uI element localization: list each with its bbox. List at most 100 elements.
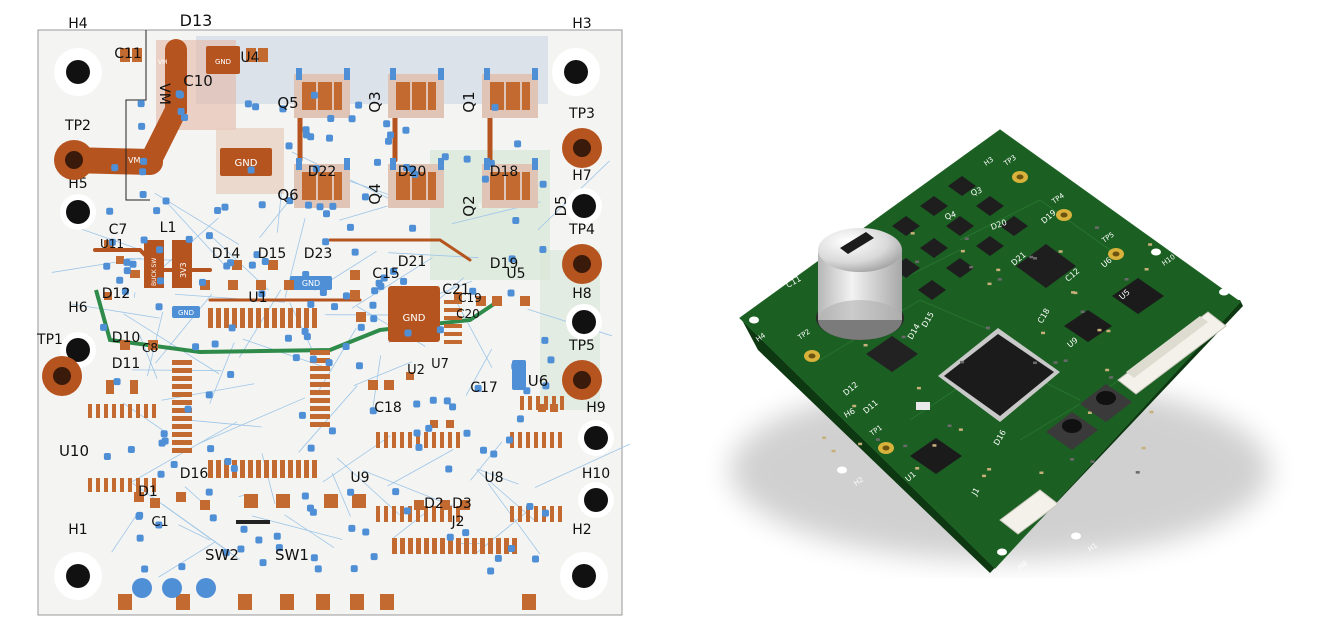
via <box>380 274 388 282</box>
ic-group <box>88 300 564 554</box>
u8-pin-top <box>534 432 538 448</box>
via <box>284 334 292 342</box>
refdes-u11: U11 <box>100 237 124 251</box>
via <box>301 327 309 335</box>
render-u21 <box>1016 244 1076 288</box>
u8-pin-top <box>518 432 522 448</box>
mcu-right-pin <box>310 406 330 411</box>
render-passive <box>1148 243 1153 246</box>
render-passive <box>903 444 908 448</box>
via <box>307 444 315 452</box>
via <box>511 362 519 370</box>
test-point-tp3 <box>573 139 591 157</box>
via <box>211 340 219 348</box>
mcu-bottom-pin <box>224 460 229 478</box>
smd-pad <box>130 270 140 278</box>
tp-label-tp3: TP3 <box>568 106 595 122</box>
render-mosfet <box>920 196 948 216</box>
fet-pad <box>506 172 520 200</box>
mcu-left-pin <box>172 384 192 389</box>
electrolytic-capacitor <box>816 228 904 340</box>
render-u6 <box>1112 278 1164 314</box>
via <box>123 258 131 266</box>
smd-pad <box>368 380 378 390</box>
via <box>370 315 378 323</box>
via <box>198 278 206 286</box>
j2-pin <box>464 538 469 554</box>
u9-pin-bot <box>440 506 444 522</box>
via <box>228 324 236 332</box>
render-passive <box>1073 291 1078 295</box>
via <box>541 509 549 517</box>
via <box>209 514 217 522</box>
refdes-u7: U7 <box>431 357 449 372</box>
via <box>403 163 411 171</box>
via <box>248 261 256 269</box>
via <box>140 236 148 244</box>
smd-pad <box>268 260 278 270</box>
u10-pin-bot <box>104 478 108 492</box>
via <box>361 193 369 201</box>
j2-pin <box>488 538 493 554</box>
mounting-hole-h10 <box>584 488 608 512</box>
u9-pin-top <box>376 432 380 448</box>
refdes-sw1: SW1 <box>275 546 309 564</box>
smd-pad <box>522 594 536 610</box>
fet-pad <box>428 172 436 200</box>
ratsnest-line <box>284 514 335 549</box>
refdes-q6: Q6 <box>277 186 298 204</box>
fet-pad <box>302 172 316 200</box>
render-mosfet <box>918 280 946 300</box>
via <box>325 359 333 367</box>
smd-pad <box>228 280 238 290</box>
refdes-d18: D18 <box>490 164 519 180</box>
render-passive <box>996 268 1001 272</box>
render-tp-hole <box>1112 251 1120 257</box>
smd-pad <box>380 594 394 610</box>
render-test-points <box>804 171 1124 454</box>
via <box>322 238 330 246</box>
hole-label-h6: H6 <box>68 300 88 316</box>
via <box>445 465 453 473</box>
refdes-c17: C17 <box>470 380 498 396</box>
smd-pad <box>244 494 258 508</box>
mcu-qfp <box>938 328 1060 422</box>
render-passive <box>831 449 836 453</box>
via <box>350 565 358 573</box>
u8-pin-top <box>526 432 530 448</box>
tp-label-tp4: TP4 <box>568 222 595 238</box>
render-hole-label-h7: H7 <box>1241 290 1254 302</box>
fet-via-pad <box>344 158 350 170</box>
via <box>207 445 215 453</box>
u8-pin-top <box>550 432 554 448</box>
u1-pin <box>280 308 285 328</box>
via <box>258 201 266 209</box>
gnd-blue-label-2: GND <box>178 309 194 317</box>
u8-pin-top <box>558 432 562 448</box>
ratsnest-line <box>71 303 160 319</box>
u9-pin-top <box>408 432 412 448</box>
refdes-d3: D3 <box>452 496 472 512</box>
render-refdes-j1: J1 <box>969 486 981 498</box>
smd-pad <box>280 594 294 610</box>
via <box>261 258 269 266</box>
refdes-c1: C1 <box>151 515 168 530</box>
smd-pad <box>106 380 114 394</box>
via <box>357 323 365 331</box>
via <box>153 207 161 215</box>
render-mosfet <box>920 238 948 258</box>
render-passive <box>1141 446 1146 450</box>
mcu-left-pin <box>172 368 192 373</box>
ratsnest-line <box>363 470 453 507</box>
via <box>100 323 108 331</box>
mcu-left-pin <box>172 376 192 381</box>
smd-pad <box>350 270 360 280</box>
test-point-tp4 <box>573 255 591 273</box>
render-tp-hole <box>882 445 890 451</box>
render-hole-h9 <box>891 174 901 182</box>
u9-pin-bot <box>416 506 420 522</box>
j2-pin <box>400 538 405 554</box>
fet-pad <box>428 82 436 110</box>
ratsnest-line <box>111 511 139 553</box>
via <box>181 114 189 122</box>
